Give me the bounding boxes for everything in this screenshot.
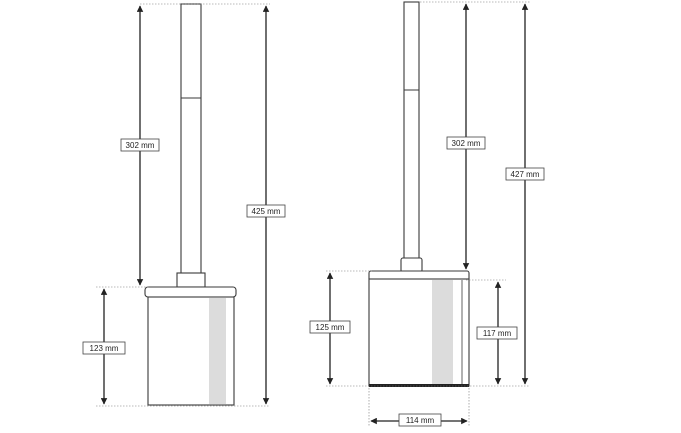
right-label-handle-text: 302 mm bbox=[452, 139, 481, 148]
left-container-highlight bbox=[209, 298, 226, 404]
left-label-container-text: 123 mm bbox=[90, 344, 119, 353]
left-lid bbox=[144, 286, 237, 298]
right-handle bbox=[403, 1, 420, 261]
right-label-total: 427 mm bbox=[505, 167, 545, 181]
right-label-width-text: 114 mm bbox=[406, 416, 435, 425]
left-label-handle-text: 302 mm bbox=[126, 141, 155, 150]
left-label-total-text: 425 mm bbox=[252, 207, 281, 216]
right-container-base bbox=[369, 384, 469, 387]
right-label-container-inner-text: 117 mm bbox=[483, 329, 512, 338]
left-label-total: 425 mm bbox=[246, 204, 286, 218]
left-label-handle: 302 mm bbox=[120, 138, 160, 152]
right-extension-lines bbox=[326, 1, 530, 426]
right-label-container-outer: 125 mm bbox=[309, 320, 351, 334]
left-label-container: 123 mm bbox=[82, 341, 126, 355]
right-label-container-outer-text: 125 mm bbox=[316, 323, 345, 332]
left-handle bbox=[180, 3, 202, 275]
right-label-total-text: 427 mm bbox=[511, 170, 540, 179]
right-label-handle: 302 mm bbox=[446, 136, 486, 150]
left-extension-lines bbox=[96, 3, 270, 407]
left-toilet-brush bbox=[144, 3, 237, 406]
left-handle-collar bbox=[176, 272, 206, 288]
right-handle-collar bbox=[400, 257, 423, 273]
right-container bbox=[368, 278, 470, 387]
right-toilet-brush bbox=[368, 1, 470, 387]
right-label-container-inner: 117 mm bbox=[476, 326, 518, 340]
right-label-width: 114 mm bbox=[398, 413, 442, 427]
right-container-highlight bbox=[432, 280, 453, 385]
